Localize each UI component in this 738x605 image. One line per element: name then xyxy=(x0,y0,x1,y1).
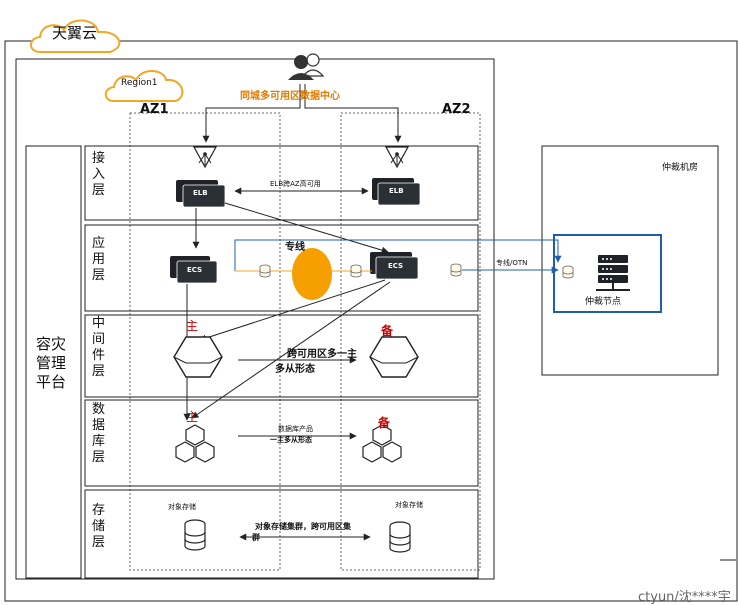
region-cloud-badge xyxy=(104,70,184,102)
dr-platform-char: 容 xyxy=(36,335,52,353)
middleware-desc-1: 跨可用区多一主 xyxy=(287,349,357,360)
dedicated-line-label: 专线 xyxy=(285,242,305,253)
ecs-node-az1 xyxy=(170,256,218,284)
database-desc-1: 数据库产品 xyxy=(278,425,313,433)
arbiter-room-label: 仲裁机房 xyxy=(662,163,699,173)
ecs-az1-label: ECS xyxy=(187,266,203,274)
middleware-primary-mark: 主 xyxy=(186,319,199,333)
storage-layer-char: 层 xyxy=(92,535,106,550)
az1-label: AZ1 xyxy=(140,102,169,117)
object-storage-icon-az1 xyxy=(184,519,206,551)
ecs-az2-to-db-arrow xyxy=(191,281,391,419)
az2-label: AZ2 xyxy=(442,102,471,117)
app-layer-char: 用 xyxy=(92,252,106,267)
dr-platform-line-3: 平台 xyxy=(36,373,66,391)
dr-platform-char: 灾 xyxy=(51,335,67,353)
region-label: Region1 xyxy=(121,78,158,88)
middleware-layer-char: 件 xyxy=(92,348,106,363)
dr-platform-box xyxy=(25,145,82,579)
elb-az1-label: ELB xyxy=(193,189,208,197)
watermark: ctyun/沈****宇 xyxy=(638,590,731,605)
ecs-az2-to-middleware-arrow xyxy=(199,279,386,342)
app-layer-label: 应 用 层 xyxy=(92,236,105,284)
middleware-standby-mark: 备 xyxy=(381,324,394,338)
dr-platform-char: 管 xyxy=(36,354,52,372)
dedicated-line-ellipse xyxy=(292,248,332,300)
otn-label: 专线/OTN xyxy=(496,259,528,267)
line-endpoint-icon xyxy=(450,263,462,277)
arbiter-room-box xyxy=(541,145,719,376)
elb-to-ecs-az2-arrow xyxy=(224,202,389,254)
app-layer-row xyxy=(84,224,479,312)
line-endpoint-icon xyxy=(259,264,271,278)
dr-platform-char: 理 xyxy=(51,354,67,372)
database-icon-primary xyxy=(175,424,215,463)
access-layer-label: 接 入 层 xyxy=(92,151,105,199)
server-icon xyxy=(596,255,630,291)
storage-layer-char: 储 xyxy=(92,519,106,534)
middleware-layer-char: 层 xyxy=(92,364,106,379)
load-balancer-icon-az2 xyxy=(385,146,409,168)
az2-zone xyxy=(340,112,481,571)
dr-platform-line-1: 容灾 xyxy=(36,335,66,353)
dedicated-line-az1-to-arbiter xyxy=(234,239,562,271)
ecs-node-az2 xyxy=(370,252,419,280)
az1-zone xyxy=(129,112,281,571)
dr-platform-line-2: 管理 xyxy=(36,354,66,372)
object-storage-icon-az2 xyxy=(389,521,411,553)
storage-desc-2: 群 xyxy=(252,533,260,542)
middleware-layer-char: 中 xyxy=(92,316,106,331)
middleware-icon-primary xyxy=(173,336,223,378)
tianyi-cloud-frame xyxy=(4,40,738,602)
database-layer-row xyxy=(84,399,479,487)
ecs-az2-label: ECS xyxy=(388,262,404,270)
tianyi-cloud-title: 天翼云 xyxy=(52,24,98,42)
storage-layer-char: 存 xyxy=(92,503,106,518)
elb-node-az2 xyxy=(372,178,421,206)
elb-link-label: ELB跨AZ高可用 xyxy=(270,180,321,188)
database-layer-label: 数 据 库 层 xyxy=(92,402,105,466)
load-balancer-icon-az1 xyxy=(193,146,217,168)
app-layer-char: 层 xyxy=(92,268,106,283)
user-to-lb-az2-arrow xyxy=(304,84,402,143)
middleware-layer-char: 间 xyxy=(92,332,106,347)
line-endpoint-icon xyxy=(562,265,574,279)
region-frame xyxy=(15,58,495,580)
middleware-desc-2: 多从形态 xyxy=(275,364,315,375)
app-layer-char: 应 xyxy=(92,236,106,251)
access-layer-char: 层 xyxy=(92,183,106,198)
access-layer-char: 入 xyxy=(92,167,106,182)
arbiter-node-label: 仲裁节点 xyxy=(585,297,622,307)
middleware-icon-standby xyxy=(369,336,419,378)
database-layer-char: 库 xyxy=(92,434,106,449)
database-primary-mark: 主 xyxy=(186,410,199,424)
elb-node-az1 xyxy=(176,180,226,208)
storage-desc-1: 对象存储集群，跨可用区集 xyxy=(255,522,351,531)
database-layer-char: 层 xyxy=(92,450,106,465)
elb-az2-label: ELB xyxy=(389,187,404,195)
object-storage-label-az2: 对象存储 xyxy=(395,501,423,509)
arbiter-node-box xyxy=(553,234,662,313)
storage-layer-row xyxy=(84,489,479,579)
user-to-lb-az1-arrow xyxy=(202,84,301,143)
database-standby-mark: 备 xyxy=(378,416,391,430)
dr-platform-char: 台 xyxy=(51,373,67,391)
storage-layer-label: 存 储 层 xyxy=(92,503,105,551)
users-label: 同城多可用区数据中心 xyxy=(240,91,340,102)
tianyi-cloud-badge xyxy=(30,19,121,53)
line-endpoint-icon xyxy=(350,264,362,278)
database-layer-char: 数 xyxy=(92,402,106,417)
user-group-icon xyxy=(288,53,325,80)
database-desc-2: 一主多从形态 xyxy=(270,436,312,444)
access-layer-char: 接 xyxy=(92,151,106,166)
database-layer-char: 据 xyxy=(92,418,106,433)
dr-platform-char: 平 xyxy=(36,373,52,391)
middleware-layer-label: 中 间 件 层 xyxy=(92,316,105,380)
object-storage-label-az1: 对象存储 xyxy=(168,503,196,511)
middleware-layer-row xyxy=(84,314,479,398)
